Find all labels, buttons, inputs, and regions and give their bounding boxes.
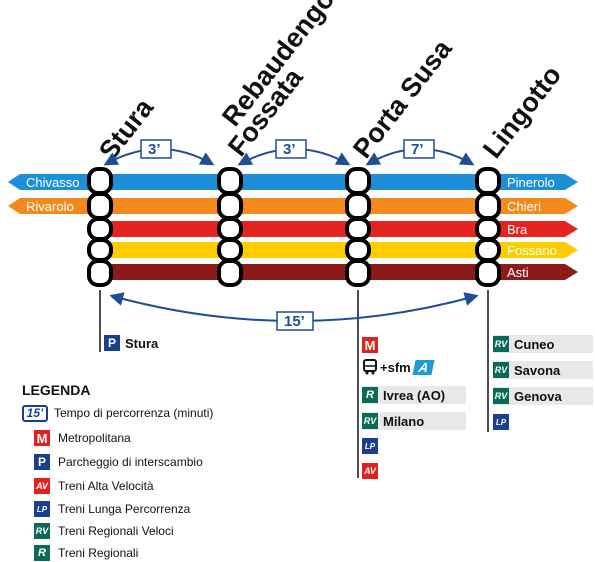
line-band-orange [20, 198, 565, 214]
regional-icon: R [362, 387, 378, 403]
west-destination-chivasso: Chivasso [26, 175, 79, 190]
parking-icon: P [34, 454, 50, 470]
line-band-blue [20, 174, 565, 190]
portasusa-lp-row: LP [362, 437, 383, 455]
line-band-blue-east-arrow [565, 174, 578, 190]
legend-item-rv: RV Treni Regionali Veloci [34, 522, 174, 540]
fast-regional-icon: RV [362, 413, 378, 429]
lingotto-destination-savona: Savona [514, 362, 561, 378]
line-band-red-east-arrow [565, 221, 578, 237]
line-band-blue-west-arrow [8, 174, 20, 190]
portasusa-fast-regional-row: RV Milano [362, 412, 466, 430]
fast-regional-icon: RV [493, 336, 509, 352]
legend-label-time: Tempo di percorrenza (minuti) [54, 406, 214, 420]
legend-item-metro: M Metropolitana [34, 429, 131, 447]
east-destination-pinerolo: Pinerolo [507, 175, 555, 190]
travel-time-box-4 [276, 311, 314, 331]
stura-parking-row: P Stura [104, 334, 158, 352]
line-band-maroon [92, 264, 565, 280]
travel-time-box-3 [403, 139, 435, 159]
bus-icon [362, 359, 378, 375]
high-speed-icon: AV [362, 463, 378, 479]
east-destination-fossano: Fossano [507, 243, 557, 258]
travel-time-stura-rebaudengo: 3’ [148, 141, 161, 158]
east-destination-bra: Bra [507, 222, 528, 237]
station-marker-rebaudengo [217, 167, 243, 287]
legend-item-av: AV Treni Alta Velocità [34, 477, 154, 495]
long-distance-icon: LP [34, 501, 50, 517]
travel-time-stura-lingotto: 15’ [284, 313, 305, 330]
long-distance-icon: LP [362, 438, 378, 454]
travel-time-portasusa-lingotto: 7’ [411, 141, 424, 158]
legend-label-regional: Treni Regionali [58, 546, 139, 560]
legend-item-time: 15’ Tempo di percorrenza (minuti) [22, 404, 213, 422]
lingotto-destination-genova: Genova [514, 388, 562, 404]
lingotto-rv-row-genova: RV Genova [493, 387, 593, 405]
legend-item-regional: R Treni Regionali [34, 544, 138, 562]
legend-label-av: Treni Alta Velocità [58, 479, 154, 493]
metro-icon: M [362, 337, 378, 353]
legend-label-metro: Metropolitana [58, 431, 131, 445]
portasusa-av-row: AV [362, 462, 383, 480]
sfm-text: sfm [387, 359, 411, 375]
stura-parking-label: Stura [125, 335, 159, 351]
station-marker-lingotto [475, 167, 501, 287]
lingotto-rv-row-cuneo: RV Cuneo [493, 335, 593, 353]
legend-title: LEGENDA [22, 382, 91, 398]
legend-item-parking: P Parcheggio di interscambio [34, 453, 203, 471]
portasusa-regional-row: R Ivrea (AO) [362, 386, 466, 404]
portasusa-bus-sfm-row: +sfm A [362, 358, 435, 376]
sfm-line-a-badge: A [412, 359, 435, 375]
line-band-orange-east-arrow [565, 198, 578, 214]
travel-time-rebaudengo-portasusa: 3’ [283, 141, 296, 158]
line-band-maroon-east-arrow [565, 264, 578, 280]
fast-regional-icon: RV [34, 523, 50, 539]
travel-time-icon: 15’ [22, 404, 48, 422]
legend-label-lp: Treni Lunga Percorrenza [58, 502, 191, 516]
line-band-red [92, 221, 565, 237]
regional-icon: R [34, 545, 50, 561]
station-marker-stura [87, 167, 113, 287]
legend-label-rv: Treni Regionali Veloci [58, 524, 174, 538]
travel-time-box-1 [140, 139, 172, 159]
high-speed-icon: AV [34, 478, 50, 494]
sfm-label: +sfm [380, 359, 411, 375]
line-band-yellow [92, 242, 565, 258]
line-bands [8, 174, 578, 280]
east-destination-asti: Asti [507, 265, 529, 280]
west-destination-rivarolo: Rivarolo [26, 199, 74, 214]
metro-icon: M [34, 430, 50, 446]
regional-destination-ivrea: Ivrea (AO) [383, 387, 446, 403]
fast-regional-icon: RV [493, 362, 509, 378]
lingotto-rv-row-savona: RV Savona [493, 361, 593, 379]
legend-label-parking: Parcheggio di interscambio [58, 455, 203, 469]
legend-item-lp: LP Treni Lunga Percorrenza [34, 500, 190, 518]
fast-regional-destination-milano: Milano [383, 413, 425, 429]
parking-icon: P [104, 335, 120, 351]
long-distance-icon: LP [493, 414, 509, 430]
lingotto-lp-row: LP [493, 413, 514, 431]
travel-time-box-2 [275, 139, 307, 159]
station-name-lingotto: Lingotto [477, 60, 567, 164]
line-band-orange-west-arrow [8, 198, 20, 214]
lingotto-destination-cuneo: Cuneo [514, 336, 555, 352]
station-marker-porta-susa [345, 167, 371, 287]
line-band-yellow-east-arrow [565, 242, 578, 258]
portasusa-metro-row: M [362, 336, 383, 354]
fast-regional-icon: RV [493, 388, 509, 404]
station-name-porta-susa: Porta Susa [347, 33, 458, 163]
east-destination-chieri: Chieri [507, 199, 541, 214]
